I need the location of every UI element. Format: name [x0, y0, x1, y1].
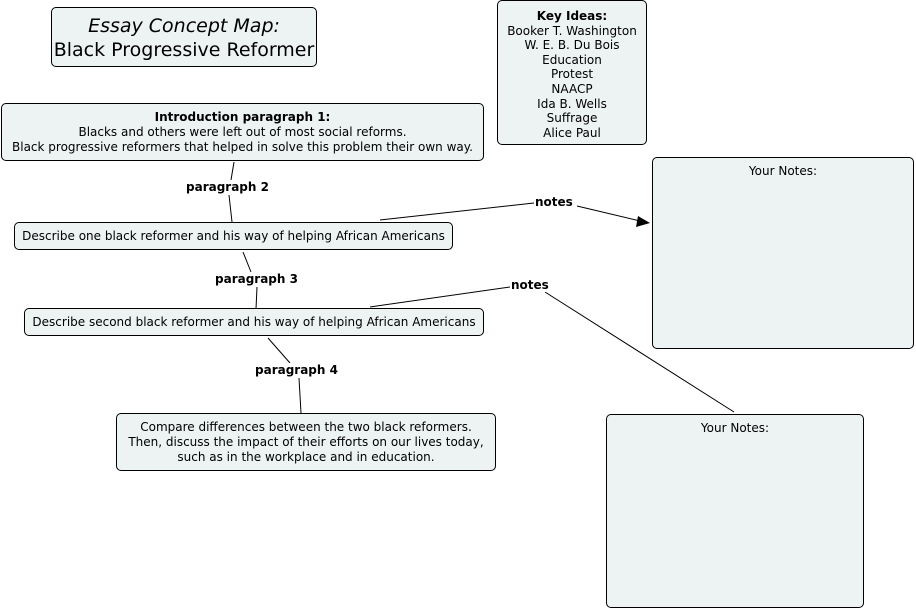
- connector-p2-label-to-box: [228, 194, 233, 223]
- intro-line2: Black progressive reformers that helped …: [12, 140, 473, 154]
- connector-box3-to-notes2: [369, 286, 511, 308]
- paragraph4-box: Compare differences between the two blac…: [116, 413, 496, 471]
- intro-paragraph-box: Introduction paragraph 1: Blacks and oth…: [1, 103, 484, 161]
- key-idea-item: Protest: [550, 67, 594, 82]
- connector-box3-to-p4-label: [267, 337, 291, 364]
- connector-notes2-to-notesbox2: [544, 291, 735, 413]
- map-title: Essay Concept Map: Black Progressive Ref…: [51, 7, 317, 67]
- connector-box2-to-p3-label: [242, 251, 252, 273]
- key-idea-item: Education: [542, 52, 602, 67]
- key-ideas-heading: Key Ideas:: [536, 9, 608, 23]
- arrowhead-icon: [636, 216, 650, 227]
- intro-line1: Blacks and others were left out of most …: [78, 125, 407, 139]
- notes-box-1[interactable]: Your Notes:: [652, 157, 914, 349]
- paragraph3-text: Describe second black reformer and his w…: [32, 315, 476, 329]
- key-idea-item: NAACP: [551, 81, 593, 96]
- map-title-line1: Essay Concept Map:: [88, 15, 280, 37]
- key-idea-item: Booker T. Washington: [507, 23, 637, 38]
- paragraph4-label: paragraph 4: [255, 363, 338, 377]
- intro-heading: Introduction paragraph 1:: [154, 110, 331, 124]
- connector-intro-to-p2-label: [230, 161, 235, 181]
- connector-p4-label-to-box4: [298, 377, 302, 414]
- map-title-line2: Black Progressive Reformer: [53, 39, 315, 61]
- paragraph2-label: paragraph 2: [186, 180, 269, 194]
- connector-notes1-to-notesbox1: [576, 205, 641, 222]
- connector-box2-to-notes1: [379, 202, 535, 221]
- notes-box-2[interactable]: Your Notes:: [606, 414, 864, 608]
- paragraph2-text: Describe one black reformer and his way …: [22, 229, 445, 243]
- key-idea-item: Ida B. Wells: [537, 96, 607, 111]
- paragraph4-line2: Then, discuss the impact of their effort…: [128, 435, 484, 449]
- key-idea-item: Suffrage: [546, 111, 598, 126]
- key-idea-item: W. E. B. Du Bois: [524, 38, 620, 53]
- notes-box-1-label: Your Notes:: [748, 164, 818, 178]
- connector-p3-label-to-box3: [255, 286, 258, 310]
- paragraph3-label: paragraph 3: [215, 272, 298, 286]
- paragraph4-line1: Compare differences between the two blac…: [140, 420, 472, 434]
- key-ideas-box: Key Ideas: Booker T. Washington W. E. B.…: [497, 0, 647, 145]
- paragraph3-box: Describe second black reformer and his w…: [24, 308, 484, 336]
- notes-link-label-1: notes: [535, 195, 573, 209]
- paragraph2-box: Describe one black reformer and his way …: [14, 222, 453, 250]
- notes-link-label-2: notes: [511, 278, 549, 292]
- paragraph4-line3: such as in the workplace and in educatio…: [177, 450, 435, 464]
- notes-box-2-label: Your Notes:: [700, 421, 770, 435]
- key-idea-item: Alice Paul: [543, 125, 601, 140]
